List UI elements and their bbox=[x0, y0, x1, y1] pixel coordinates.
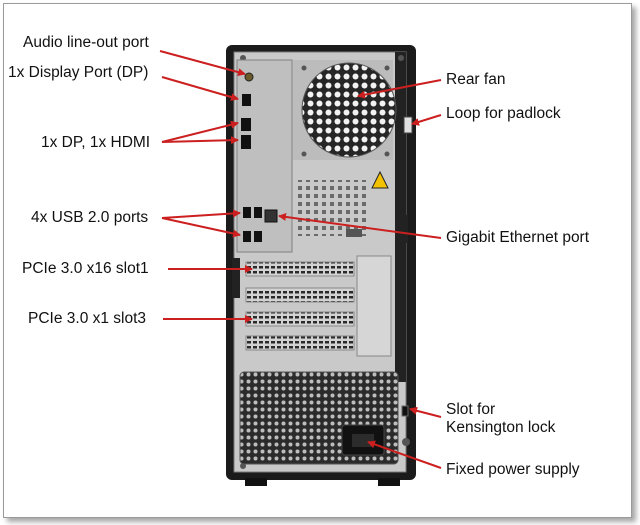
label-audio: Audio line-out port bbox=[23, 34, 149, 51]
label-pcie1: PCIe 3.0 x1 slot3 bbox=[28, 310, 147, 327]
hdmi-port bbox=[241, 135, 251, 149]
fan-screw bbox=[384, 65, 390, 71]
pcie-x1-slot bbox=[245, 311, 355, 327]
label-ethernet: Gigabit Ethernet port bbox=[446, 229, 590, 246]
label-dp: 1x Display Port (DP) bbox=[8, 64, 149, 81]
callout-dp bbox=[161, 76, 239, 101]
label-rear-fan: Rear fan bbox=[446, 71, 506, 88]
callout-hdmi bbox=[161, 136, 239, 145]
callout-dp2 bbox=[161, 120, 239, 143]
side-tab bbox=[396, 215, 408, 243]
callout-audio bbox=[159, 50, 246, 77]
callout-usb-1 bbox=[161, 209, 241, 219]
callout-kensington bbox=[409, 406, 442, 418]
usb-port-1 bbox=[243, 207, 251, 218]
power-socket-inner bbox=[352, 434, 374, 447]
label-psu: Fixed power supply bbox=[446, 461, 580, 478]
fan-screw bbox=[301, 151, 307, 157]
case-foot-right bbox=[378, 478, 400, 486]
audio-jack bbox=[244, 72, 254, 82]
clip bbox=[346, 229, 362, 237]
ethernet-port bbox=[264, 209, 278, 223]
fan-screw bbox=[301, 65, 307, 71]
callout-psu bbox=[367, 440, 442, 469]
io-shield bbox=[236, 59, 293, 253]
callout-usb-2 bbox=[161, 217, 241, 238]
label-kensington-line1: Slot for bbox=[446, 401, 496, 418]
case-foot-left bbox=[245, 478, 267, 486]
expansion-slot-2 bbox=[245, 287, 355, 303]
label-pcie16: PCIe 3.0 x16 slot1 bbox=[22, 260, 149, 277]
usb-port-2 bbox=[254, 207, 262, 218]
slot-bracket bbox=[356, 255, 392, 357]
label-dp-hdmi: 1x DP, 1x HDMI bbox=[41, 134, 151, 151]
fan-screw bbox=[384, 151, 390, 157]
label-padlock: Loop for padlock bbox=[446, 105, 561, 122]
kensington-slot bbox=[401, 405, 409, 417]
usb-port-3 bbox=[243, 231, 251, 242]
dp-port-2 bbox=[241, 118, 251, 131]
label-kensington-line2: Kensington lock bbox=[446, 419, 556, 436]
dp-port bbox=[242, 94, 251, 106]
slot-latch bbox=[232, 258, 240, 298]
callout-ethernet bbox=[278, 212, 442, 239]
callout-padlock bbox=[411, 114, 442, 126]
pcie-x16-slot bbox=[245, 261, 355, 277]
callout-fan bbox=[357, 79, 442, 99]
label-usb: 4x USB 2.0 ports bbox=[31, 209, 149, 226]
expansion-slot-4 bbox=[245, 335, 355, 351]
screw-top-right bbox=[398, 55, 404, 61]
warning-triangle-icon bbox=[371, 170, 389, 189]
rear-fan-grille bbox=[301, 62, 397, 158]
screw-bottom-right bbox=[402, 438, 410, 446]
padlock-loop bbox=[403, 116, 413, 134]
usb-port-4 bbox=[254, 231, 262, 242]
